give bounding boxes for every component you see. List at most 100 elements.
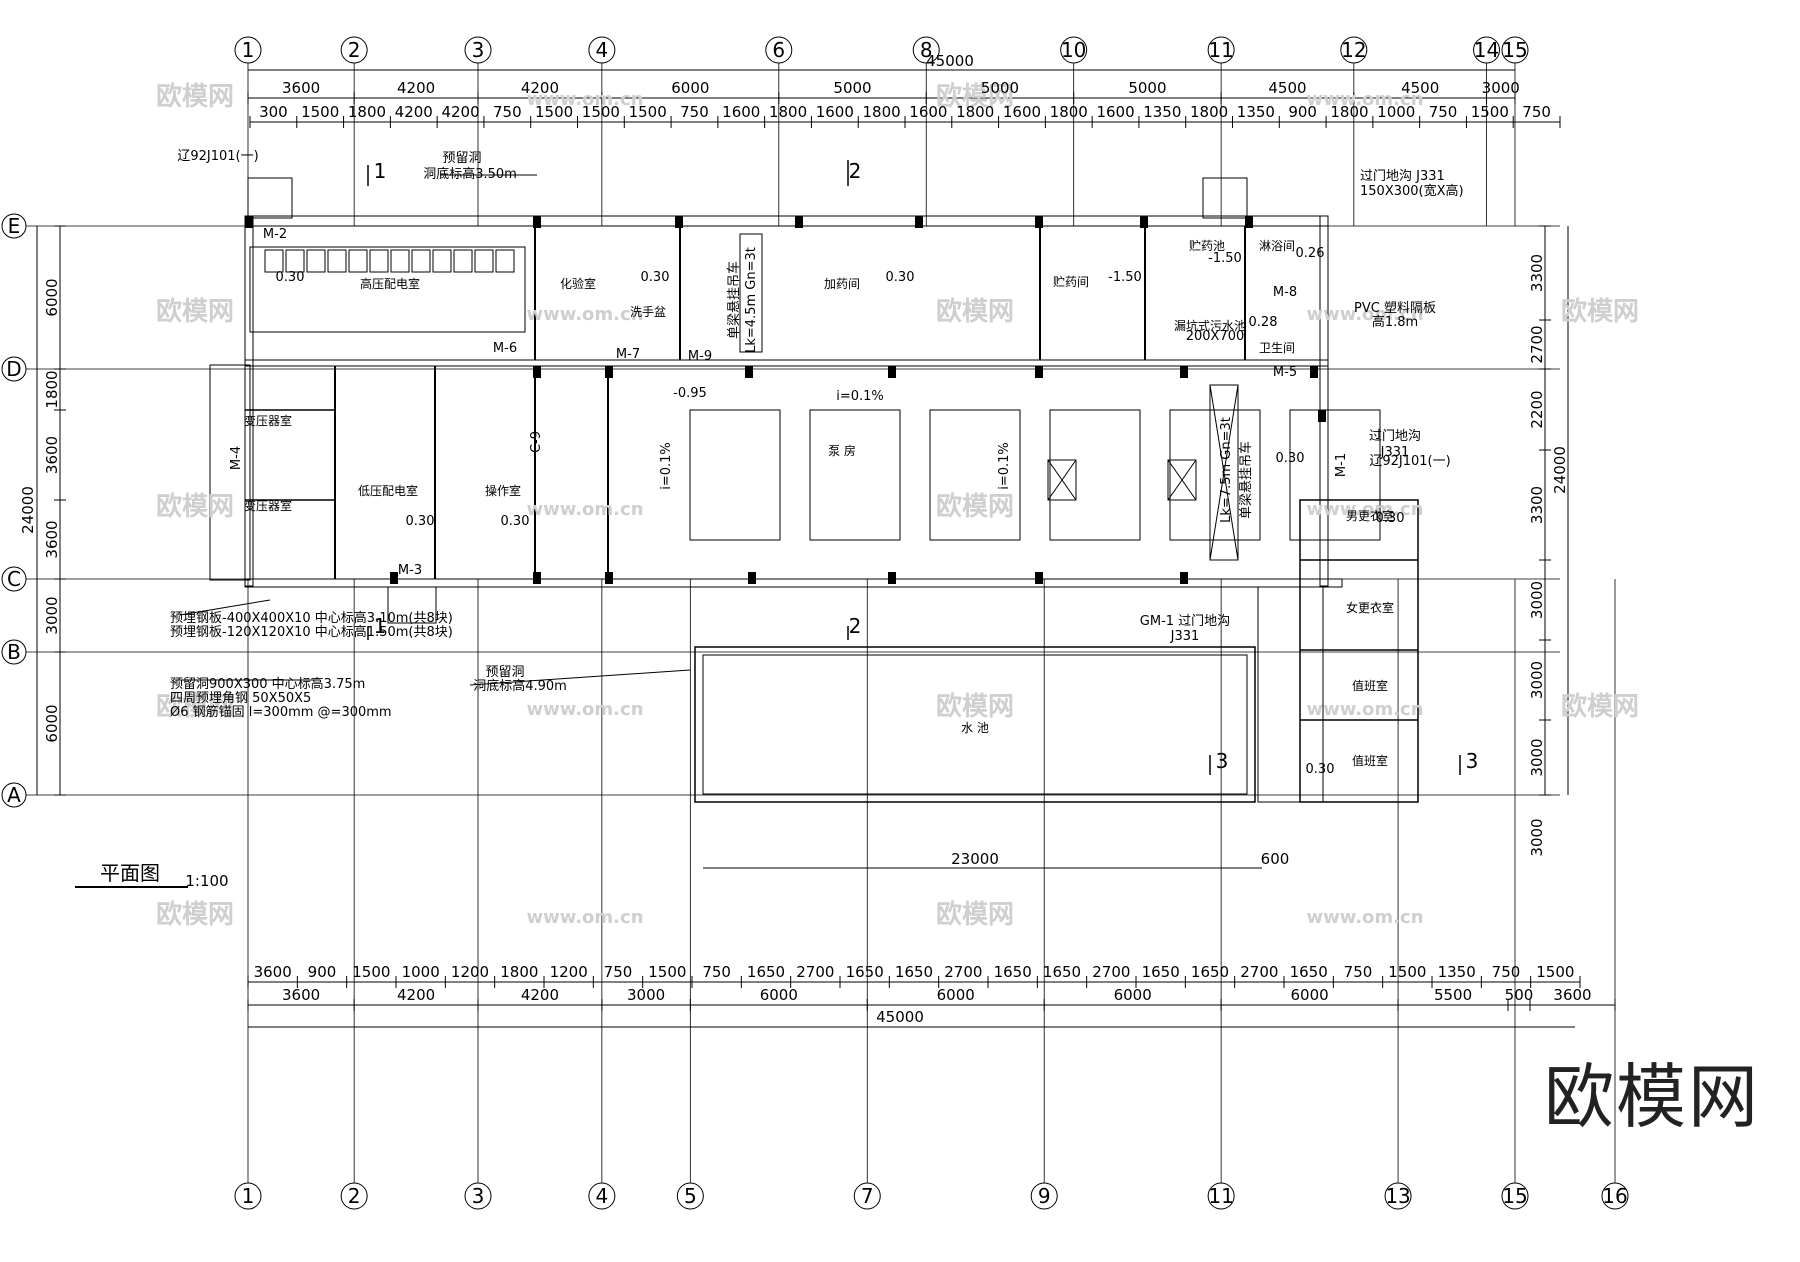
axis-label-bottom: 3 xyxy=(472,1184,485,1208)
switchgear-cabinet xyxy=(306,249,326,273)
dim-right-value: 2200 xyxy=(1528,390,1546,428)
dim-top-row2-value: 1600 xyxy=(816,103,854,121)
watermark-text: 欧模网 xyxy=(156,81,234,112)
pump-bay xyxy=(809,409,901,541)
axis-label-top: 6 xyxy=(772,38,785,62)
dim-top-row1-value: 4200 xyxy=(521,79,559,97)
watermark-url: www.om.cn xyxy=(526,907,643,928)
note-steel_plate2: 预埋钢板-120X120X10 中心标高1.50m(共8块) xyxy=(170,624,453,640)
dim-bottom-row1-value: 1650 xyxy=(747,963,785,981)
note-crane2: Lk=7.5m Gn=3t xyxy=(1219,417,1234,523)
note-pvc2: 高1.8m xyxy=(1372,314,1418,330)
dim-bottom-row1-value: 750 xyxy=(1492,963,1521,981)
note-lintel_bottom: GM-1 过门地沟 xyxy=(1140,614,1230,629)
crane-rail-2 xyxy=(1209,384,1239,561)
room-label-septic: 漏坑式污水池 xyxy=(1174,318,1246,333)
north-exterior-wall xyxy=(244,215,1329,227)
annex-corridor xyxy=(1257,586,1324,803)
structural-column xyxy=(1035,366,1043,378)
note-elev_030: 0.30 xyxy=(886,270,915,285)
room-label-pump_room: 泵 房 xyxy=(828,443,856,458)
axis-label-left: D xyxy=(6,357,21,381)
watermark-text: 欧模网 xyxy=(1561,691,1639,722)
dim-top-row1-value: 5000 xyxy=(1128,79,1166,97)
structural-column xyxy=(1035,216,1043,228)
dim-bottom-row1-value: 1500 xyxy=(648,963,686,981)
note-crane1: Lk=4.5m Gn=3t xyxy=(744,247,759,353)
brand-watermark: 欧模网 xyxy=(1544,1056,1760,1138)
dim-bottom-row1-value: 1000 xyxy=(402,963,440,981)
axis-label-bottom: 1 xyxy=(242,1184,255,1208)
watermark-text: 欧模网 xyxy=(156,491,234,522)
entrance-porch xyxy=(387,586,437,624)
note-lintel_top2: 150X300(宽X高) xyxy=(1360,183,1464,199)
note-hole1_b: 洞底标高3.50m xyxy=(423,166,517,182)
note-m7: M-7 xyxy=(616,347,640,362)
note-hole1_a: 预留洞 xyxy=(442,151,481,166)
structural-column xyxy=(605,572,613,584)
note-crane2_label: 单梁悬挂吊车 xyxy=(1238,441,1254,519)
axis-label-top: 8 xyxy=(920,38,933,62)
structural-column xyxy=(533,366,541,378)
dim-bottom-row1-value: 900 xyxy=(308,963,337,981)
note-hole3_a: 预留洞900X300 中心标高3.75m xyxy=(170,676,365,692)
dim-bottom-row1-value: 1650 xyxy=(994,963,1032,981)
dim-top-row1-value: 4500 xyxy=(1401,79,1439,97)
dim-bottom-row2-value: 4200 xyxy=(521,986,559,1004)
section-number: 2 xyxy=(849,159,862,183)
note-elev_m095: -0.95 xyxy=(673,386,707,401)
dim-top-row2-value: 1500 xyxy=(629,103,667,121)
room-label-transformer2: 变压器室 xyxy=(244,498,292,513)
dim-top-row2-value: 1500 xyxy=(535,103,573,121)
pool-outer xyxy=(694,646,1256,803)
note-c9: C-9 xyxy=(529,431,544,453)
dim-top-row2-value: 750 xyxy=(680,103,709,121)
structural-column xyxy=(245,216,253,228)
axis-label-bottom: 5 xyxy=(684,1184,697,1208)
dim-right-value: 3000 xyxy=(1528,661,1546,699)
structural-column xyxy=(888,572,896,584)
dim-top-row2-value: 750 xyxy=(1429,103,1458,121)
dim-top-row2-value: 1800 xyxy=(1050,103,1088,121)
watermark-text: 欧模网 xyxy=(936,691,1014,722)
high-voltage-room-outline xyxy=(249,246,526,333)
structural-column xyxy=(390,572,398,584)
dim-bottom-row1-value: 2700 xyxy=(1240,963,1278,981)
note-elev_030: 0.30 xyxy=(1306,762,1335,777)
note-crane1_label: 单梁悬挂吊车 xyxy=(726,261,742,339)
dim-bottom-total: 45000 xyxy=(876,1008,924,1026)
dim-right-value: 2700 xyxy=(1528,325,1546,363)
axis-label-left: A xyxy=(7,783,21,807)
axis-label-bottom: 16 xyxy=(1602,1184,1627,1208)
note-m9: M-9 xyxy=(688,349,712,364)
note-elev_030: 0.30 xyxy=(641,270,670,285)
dim-left-total: 24000 xyxy=(19,486,37,534)
dim-top-row2-value: 300 xyxy=(259,103,288,121)
dim-top-row2-value: 1600 xyxy=(1003,103,1041,121)
note-hole2_b: 洞底标高4.90m xyxy=(473,678,567,694)
room-label-toilet: 卫生间 xyxy=(1259,341,1295,355)
pump-bay xyxy=(929,409,1021,541)
dim-right-value: 3300 xyxy=(1528,486,1546,524)
dim-bottom-row1-value: 1650 xyxy=(846,963,884,981)
switchgear-cabinet xyxy=(495,249,515,273)
section-number: 2 xyxy=(849,614,862,638)
section-number: 3 xyxy=(1216,749,1229,773)
left-annex xyxy=(209,364,251,581)
axis-label-top: 14 xyxy=(1474,38,1499,62)
dim-bottom-row2-value: 6000 xyxy=(937,986,975,1004)
dim-bottom-row1-value: 1200 xyxy=(550,963,588,981)
dim-top-row1-value: 5000 xyxy=(981,79,1019,97)
room-label-pool: 水 池 xyxy=(961,721,989,735)
room-label-duty1: 值班室 xyxy=(1352,678,1388,693)
axis-label-bottom: 4 xyxy=(595,1184,608,1208)
watermark-url: www.om.cn xyxy=(526,499,643,520)
dim-top-row2-value: 750 xyxy=(1522,103,1551,121)
dim-pool-width: 23000 xyxy=(951,850,999,868)
dim-top-row2-value: 1800 xyxy=(1190,103,1228,121)
dim-top-row1-value: 3000 xyxy=(1482,79,1520,97)
axis-label-top: 4 xyxy=(595,38,608,62)
watermark-url: www.om.cn xyxy=(526,699,643,720)
watermark-text: 欧模网 xyxy=(156,296,234,327)
